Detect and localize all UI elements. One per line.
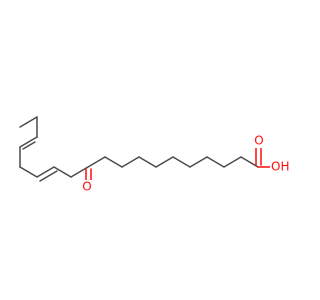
bond-c5-c4 (172, 156, 191, 168)
carbonyl-oxygen-label: O (254, 134, 263, 148)
bond-c12-c11 (53, 166, 72, 178)
bond-c13-c12-second (39, 170, 58, 182)
ketone-oxygen-label: O (82, 180, 91, 194)
bond-c11-c10 (70, 166, 89, 178)
terminal-ethyl-group (19, 116, 38, 138)
cis-double-bond-1 (19, 136, 38, 150)
skeletal-formula: O O OH (19, 116, 294, 194)
bond-c2-c1 (223, 156, 242, 168)
ketone-region (53, 166, 92, 182)
bond-c18-c17 (19, 116, 38, 128)
bond-c14-c13 (19, 166, 38, 178)
bond-c16-c15-second (22, 141, 36, 150)
ketone-oxygen-background (81, 180, 93, 194)
bond-c7-c6 (138, 156, 157, 168)
bond-c3-c2 (206, 156, 225, 168)
bond-c1-carbonyl (240, 156, 259, 168)
bond-c16-c15 (19, 136, 38, 148)
bond-c10-c9 (87, 156, 106, 168)
carboxylic-acid-group (240, 147, 276, 168)
hydroxyl-label: OH (271, 160, 289, 174)
bond-c4-c3 (189, 156, 208, 168)
allylic-chain (19, 146, 38, 178)
cis-double-bond-2 (36, 166, 58, 182)
bond-c13-c12 (36, 166, 55, 178)
hydroxyl-background (270, 160, 294, 174)
saturated-chain (87, 156, 242, 168)
bond-c9-c8 (104, 156, 123, 168)
bond-c6-c5 (155, 156, 174, 168)
carbonyl-oxygen-background (252, 134, 266, 148)
bond-c8-c7 (121, 156, 140, 168)
